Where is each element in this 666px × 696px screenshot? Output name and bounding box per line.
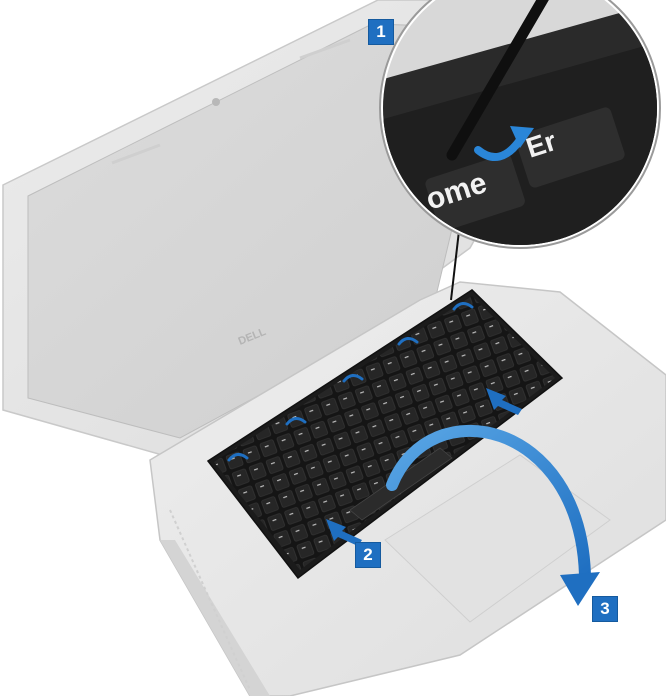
callout-1: 1 <box>368 19 394 45</box>
webcam <box>212 98 220 106</box>
callout-2: 2 <box>355 542 381 568</box>
callout-3: 3 <box>592 596 618 622</box>
